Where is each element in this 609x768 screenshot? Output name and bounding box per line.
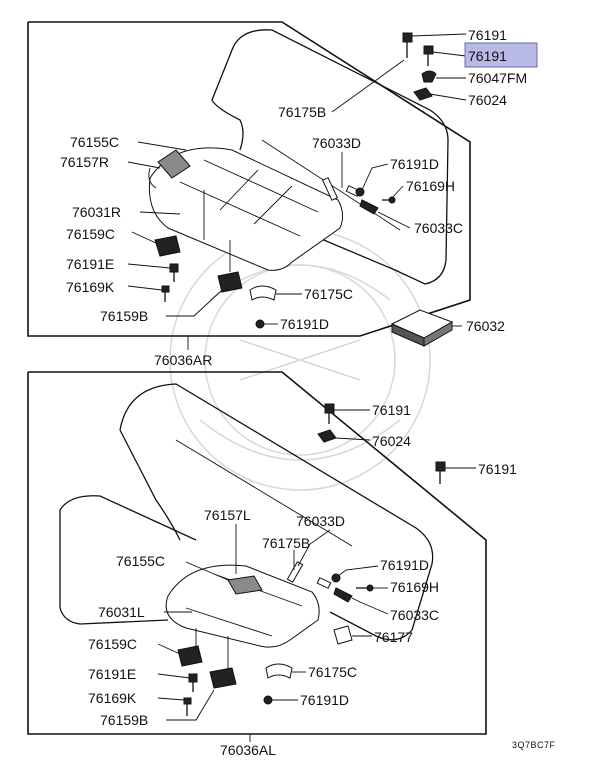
bot-bolt-76169h-icon [356,584,374,592]
label-bot-76155c[interactable]: 76155C [116,553,165,569]
seatback-left [119,383,434,641]
bot-bracket-76024-icon [317,429,337,443]
label-top-76191-b[interactable]: 76191 [468,48,507,64]
top-bolt-76191-a-icon [402,32,413,58]
label-bot-76191d2[interactable]: 76191D [300,692,349,708]
top-hinge-76159c-icon [154,235,181,257]
label-top-76191d2[interactable]: 76191D [280,316,329,332]
label-top-76033c[interactable]: 76033C [414,220,463,236]
top-hinge-76159b-icon [217,271,243,293]
label-bot-76033c[interactable]: 76033C [390,607,439,623]
bot-hinge-76159b-icon [209,667,237,689]
bot-bolt-76169k-icon [183,697,192,716]
label-top-76169k[interactable]: 76169K [66,279,115,295]
bot-cover-76177-icon [333,625,353,645]
bottom-labels: 76191 76024 76191 76157L 76033D 76175B 7… [88,402,517,758]
top-leader-lines [127,33,467,350]
top-bolt-76169k-icon [161,285,170,302]
top-bracket-76024-icon [413,87,433,101]
top-bolt-76191-b-icon [423,45,434,66]
bot-bolt-76191-b-icon [435,461,446,484]
label-top-76155c[interactable]: 76155C [70,134,119,150]
bot-striker-76033d-icon [286,561,332,589]
label-top-76175b[interactable]: 76175B [278,104,326,120]
seat-cushion-right [148,147,344,271]
assembly-box-right [27,21,471,337]
label-top-76159c[interactable]: 76159C [66,226,115,242]
selected-part-highlight [464,42,538,68]
bot-cover-76175c-icon [265,663,293,679]
top-bolt-76169h-icon [382,196,396,204]
label-top-76031r[interactable]: 76031R [72,204,121,220]
bot-latch-76033c-icon [333,587,353,603]
top-latch-76033c-icon [359,199,379,215]
label-assembly-76036ar[interactable]: 76036AR [154,352,212,368]
assembly-box-left [27,371,487,735]
label-bot-76031l[interactable]: 76031L [98,604,145,620]
label-top-76159b[interactable]: 76159B [100,308,148,324]
label-bot-76157l[interactable]: 76157L [204,507,251,523]
label-assembly-76036al[interactable]: 76036AL [220,742,276,758]
top-labels: 76191 76191 76047FM 76024 76175B 76155C … [60,27,527,368]
label-bot-76024[interactable]: 76024 [372,433,411,449]
label-bot-76169h[interactable]: 76169H [390,579,439,595]
label-top-76033d[interactable]: 76033D [312,135,361,151]
label-top-76191d[interactable]: 76191D [390,156,439,172]
label-bot-76191-b[interactable]: 76191 [478,461,517,477]
bot-bolt-76191d2-icon [263,695,273,705]
label-bot-76191d[interactable]: 76191D [380,557,429,573]
label-bot-76033d[interactable]: 76033D [296,513,345,529]
label-76032[interactable]: 76032 [466,318,505,334]
top-clip-76047fm-icon [421,70,437,83]
bot-bolt-76191e-icon [188,673,198,692]
label-top-76157r[interactable]: 76157R [60,154,109,170]
label-top-76175c[interactable]: 76175C [304,286,353,302]
bot-hinge-76159c-icon [177,645,203,667]
label-bot-76159c[interactable]: 76159C [88,636,137,652]
bot-bolt-76191-a-icon [324,403,335,424]
label-bot-76177[interactable]: 76177 [374,629,413,645]
top-bolt-76191e-icon [169,263,179,282]
label-top-76047fm[interactable]: 76047FM [468,70,527,86]
cushion-76032-icon [390,309,454,347]
bottom-leader-lines [157,409,476,742]
diagram-code: 3Q7BC7F [512,740,556,750]
label-bot-76159b[interactable]: 76159B [100,712,148,728]
label-top-76169h[interactable]: 76169H [406,178,455,194]
label-bot-76175c[interactable]: 76175C [308,664,357,680]
top-cover-76175c-icon [249,285,277,301]
label-top-76191-a[interactable]: 76191 [468,27,507,43]
seat-cushion-left [59,495,320,648]
label-bot-76191-a[interactable]: 76191 [372,402,411,418]
label-bot-76169k[interactable]: 76169K [88,690,137,706]
label-top-76191e[interactable]: 76191E [66,256,114,272]
label-top-76024[interactable]: 76024 [468,92,507,108]
label-bot-76175b[interactable]: 76175B [262,535,310,551]
label-bot-76191e[interactable]: 76191E [88,666,136,682]
top-bolt-76191d2-icon [255,319,265,329]
